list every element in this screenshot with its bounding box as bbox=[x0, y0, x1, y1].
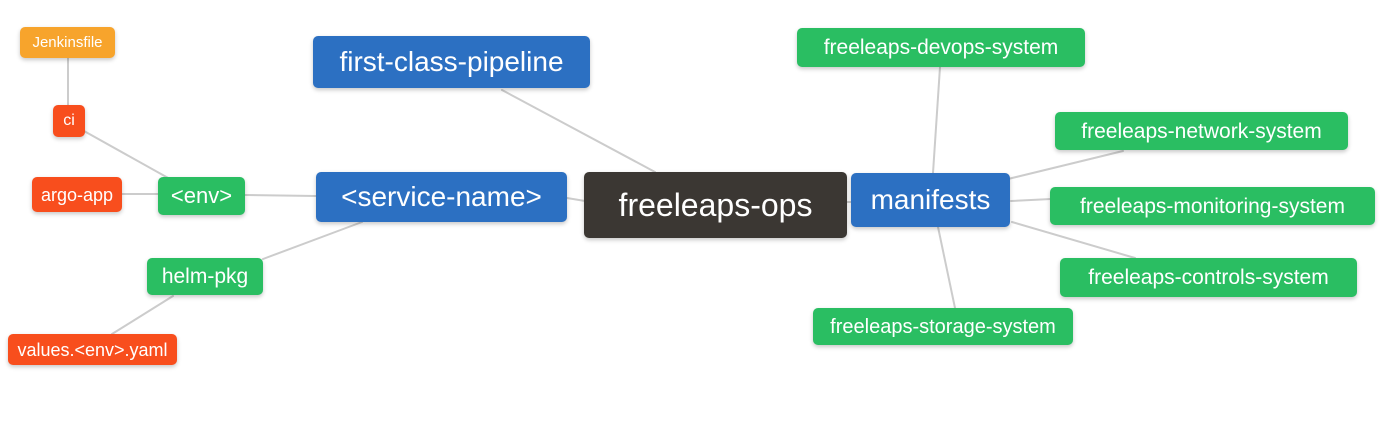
node-freeleaps-ops[interactable]: freeleaps-ops bbox=[584, 172, 847, 238]
node-env[interactable]: <env> bbox=[158, 177, 245, 215]
node-freeleaps-controls-system[interactable]: freeleaps-controls-system bbox=[1060, 258, 1357, 297]
node-jenkinsfile[interactable]: Jenkinsfile bbox=[20, 27, 115, 58]
node-first-class-pipeline[interactable]: first-class-pipeline bbox=[313, 36, 590, 88]
node-freeleaps-devops-system[interactable]: freeleaps-devops-system bbox=[797, 28, 1085, 67]
node-values-env-yaml[interactable]: values.<env>.yaml bbox=[8, 334, 177, 365]
node-freeleaps-network-system[interactable]: freeleaps-network-system bbox=[1055, 112, 1348, 150]
node-helm-pkg[interactable]: helm-pkg bbox=[147, 258, 263, 295]
node-argo-app[interactable]: argo-app bbox=[32, 177, 122, 212]
node-manifests[interactable]: manifests bbox=[851, 173, 1010, 227]
node-ci[interactable]: ci bbox=[53, 105, 85, 137]
node-freeleaps-monitoring-system[interactable]: freeleaps-monitoring-system bbox=[1050, 187, 1375, 225]
node-service-name[interactable]: <service-name> bbox=[316, 172, 567, 222]
node-freeleaps-storage-system[interactable]: freeleaps-storage-system bbox=[813, 308, 1073, 345]
